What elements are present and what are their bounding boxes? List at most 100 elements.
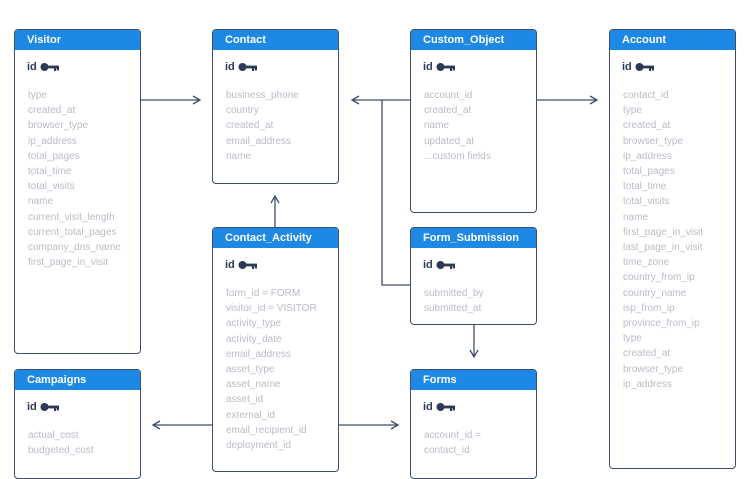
field-name: total_visits	[28, 181, 75, 193]
field-name: time_zone	[623, 257, 670, 269]
field-name: name	[623, 211, 649, 223]
field-name: submitted_by	[424, 288, 484, 299]
field-name: type	[623, 105, 642, 117]
table-title: Campaigns	[15, 370, 140, 390]
connector-form-submission-to-contact	[381, 100, 410, 286]
field-name: account_id	[424, 90, 473, 101]
field-name: ip_address	[623, 150, 672, 162]
field-name: total_time	[623, 181, 667, 193]
key-icon	[40, 403, 59, 411]
key-icon	[436, 63, 455, 71]
table-title: Account	[610, 30, 735, 50]
primary-key-row: id	[27, 400, 140, 414]
field-name: activity_date	[226, 333, 282, 345]
field-name: country_name	[623, 287, 687, 299]
field-name: isp_from_ip	[623, 302, 675, 314]
field-name: current_visit_length	[28, 211, 115, 223]
table-title: Custom_Object	[411, 30, 536, 50]
field-name: type	[623, 333, 642, 345]
field-name: last_page_in_visit	[623, 242, 703, 254]
table-title: Visitor	[15, 30, 140, 50]
table-title: Contact	[213, 30, 338, 50]
table-forms[interactable]: Forms id account_id = contact_id	[410, 369, 537, 479]
field-name: browser_type	[623, 135, 684, 147]
primary-key-row: id	[225, 60, 338, 74]
field-name: visitor_id = VISITOR	[226, 303, 317, 315]
table-campaigns[interactable]: Campaigns id actual_cost budgeted_cost	[14, 369, 141, 479]
field-list: submitted_by submitted_at	[424, 286, 536, 316]
field-name: created_at	[28, 105, 76, 117]
primary-key-row: id	[423, 400, 536, 414]
field-name: submitted_at	[424, 303, 482, 315]
field-name: total_pages	[28, 150, 80, 162]
field-name: form_id = FORM	[226, 288, 301, 299]
field-name: deployment_id	[226, 440, 292, 452]
field-name: total_pages	[623, 166, 675, 178]
field-name: country_from_ip	[623, 272, 695, 284]
field-name: asset_name	[226, 379, 281, 391]
field-name: first_page_in_visit	[28, 257, 109, 269]
field-name: created_at	[424, 105, 472, 117]
field-name: contact_id	[424, 445, 470, 457]
field-name: email_address	[226, 348, 292, 360]
field-name: budgeted_cost	[28, 445, 94, 457]
field-list: actual_cost budgeted_cost	[28, 428, 140, 458]
key-icon	[436, 261, 455, 269]
field-name: company_dns_name	[28, 242, 121, 254]
primary-key-row: id	[423, 258, 536, 272]
field-name: created_at	[623, 120, 671, 132]
primary-key-row: id	[27, 60, 140, 74]
field-name: ip_address	[623, 378, 672, 390]
field-name: first_page_in_visit	[623, 226, 704, 238]
field-name: ip_address	[28, 135, 77, 147]
field-name: external_id	[226, 409, 275, 421]
field-name: browser_type	[623, 363, 684, 375]
table-title: Form_Submission	[411, 228, 536, 248]
field-name: browser_type	[28, 120, 89, 132]
field-name: country	[226, 105, 259, 117]
field-name: created_at	[226, 120, 274, 132]
key-icon	[436, 403, 455, 411]
field-list: account_id = contact_id	[424, 428, 536, 458]
table-title: Contact_Activity	[213, 228, 338, 248]
field-list: form_id = FORM visitor_id = VISITOR activi…	[226, 286, 338, 453]
field-name: name	[226, 150, 252, 162]
field-name: total_visits	[623, 196, 670, 208]
field-name: total_time	[28, 166, 72, 178]
primary-key-row: id	[423, 60, 536, 74]
field-name: email_address	[226, 135, 292, 147]
field-name: activity_type	[226, 318, 282, 330]
table-visitor[interactable]: Visitor id type created_at browser_type ip_…	[14, 29, 141, 354]
field-name: asset_type	[226, 364, 275, 376]
field-name: province_from_ip	[623, 318, 700, 330]
field-name: asset_id	[226, 394, 264, 406]
field-name: updated_at	[424, 135, 475, 147]
field-name: name	[424, 120, 450, 132]
field-name: contact_id	[623, 90, 669, 101]
primary-key-row: id	[622, 60, 735, 74]
field-name: current_total_pages	[28, 226, 117, 238]
field-name: type	[28, 90, 47, 101]
field-name: ...custom fields	[424, 150, 491, 162]
table-contact-activity[interactable]: Contact_Activity id form_id = FORM visito…	[212, 227, 339, 472]
key-icon	[635, 63, 654, 71]
key-icon	[40, 63, 59, 71]
field-name: email_recipient_id	[226, 424, 307, 436]
primary-key-row: id	[225, 258, 338, 272]
table-title: Forms	[411, 370, 536, 390]
field-name: business_phone	[226, 90, 299, 101]
field-name: created_at	[623, 348, 671, 360]
field-name: name	[28, 196, 54, 208]
field-name: account_id =	[424, 430, 481, 441]
key-icon	[238, 63, 257, 71]
field-name: actual_cost	[28, 430, 79, 441]
key-icon	[238, 261, 257, 269]
